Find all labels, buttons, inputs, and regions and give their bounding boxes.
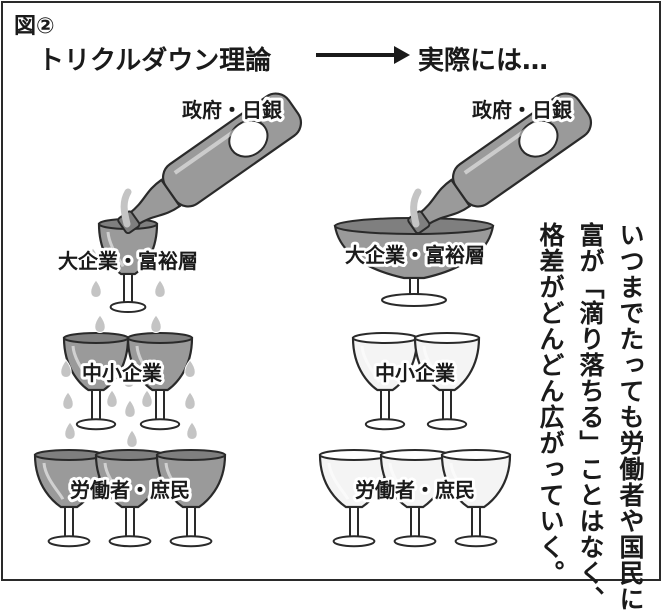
trickle-drop	[156, 247, 168, 267]
figure-number: 図②	[14, 14, 55, 39]
trickle-drop	[184, 391, 196, 411]
right-top-glass-label: 大企業・富裕層	[345, 243, 485, 267]
left-bottle	[117, 92, 303, 235]
bottom-glass-2	[379, 449, 451, 548]
right-middle-glasses-label: 中小企業	[375, 361, 456, 385]
trickle-drop	[94, 314, 106, 334]
middle-glass-2	[126, 332, 194, 431]
trickle-drop	[124, 399, 136, 419]
trickle-drop	[106, 389, 118, 409]
trickle-drop	[123, 369, 135, 389]
trickle-drop	[150, 314, 162, 334]
right-bottle	[407, 92, 593, 235]
in-reality-heading: 実際には…	[418, 46, 549, 76]
left-middle-glasses-label: 中小企業	[82, 361, 163, 385]
trickle-down-heading: トリクルダウン理論	[38, 46, 272, 76]
middle-glass-2	[413, 332, 481, 431]
trickle-drop	[154, 279, 166, 299]
figure-frame: 政府・日銀 大企業・富裕層 中小企業 労働者・庶民 政府・日銀 大企業・富裕層 …	[1, 1, 661, 581]
left-bottle-label: 政府・日銀	[182, 98, 282, 122]
left-top-glass-label: 大企業・富裕層	[58, 249, 198, 273]
left-arrow	[316, 46, 410, 64]
caption-line-3: 格差がどんどん広がっていく。	[536, 222, 565, 586]
trickle-drop	[64, 421, 76, 441]
trickle-drop	[141, 389, 153, 409]
left-pour-stream	[120, 188, 132, 228]
trickle-drop	[186, 421, 198, 441]
right-scene	[318, 92, 593, 548]
trickle-drop	[126, 429, 138, 449]
trickle-drop	[60, 359, 72, 379]
trickle-drop	[62, 391, 74, 411]
bottom-glass-3	[155, 449, 227, 548]
right-bottom-glasses-label: 労働者・庶民	[355, 478, 475, 502]
trickle-drop	[87, 247, 99, 267]
caption-line-2: 富が「滴り落ちる」ことはなく、	[576, 222, 605, 612]
right-pour-stream	[410, 188, 422, 228]
bottom-glass-3	[440, 449, 512, 548]
bottom-glass-2	[94, 449, 166, 548]
right-bottle-label: 政府・日銀	[472, 98, 572, 122]
left-scene	[33, 92, 303, 548]
scene-labels: 政府・日銀 大企業・富裕層 中小企業 労働者・庶民 政府・日銀 大企業・富裕層 …	[55, 95, 575, 505]
middle-glass-1	[62, 332, 130, 431]
left-bottom-glasses-label: 労働者・庶民	[70, 478, 190, 502]
trickle-drop	[184, 359, 196, 379]
caption-line-1: いつまでたっても労働者や国民に	[616, 222, 645, 612]
trickle-drop	[90, 279, 102, 299]
